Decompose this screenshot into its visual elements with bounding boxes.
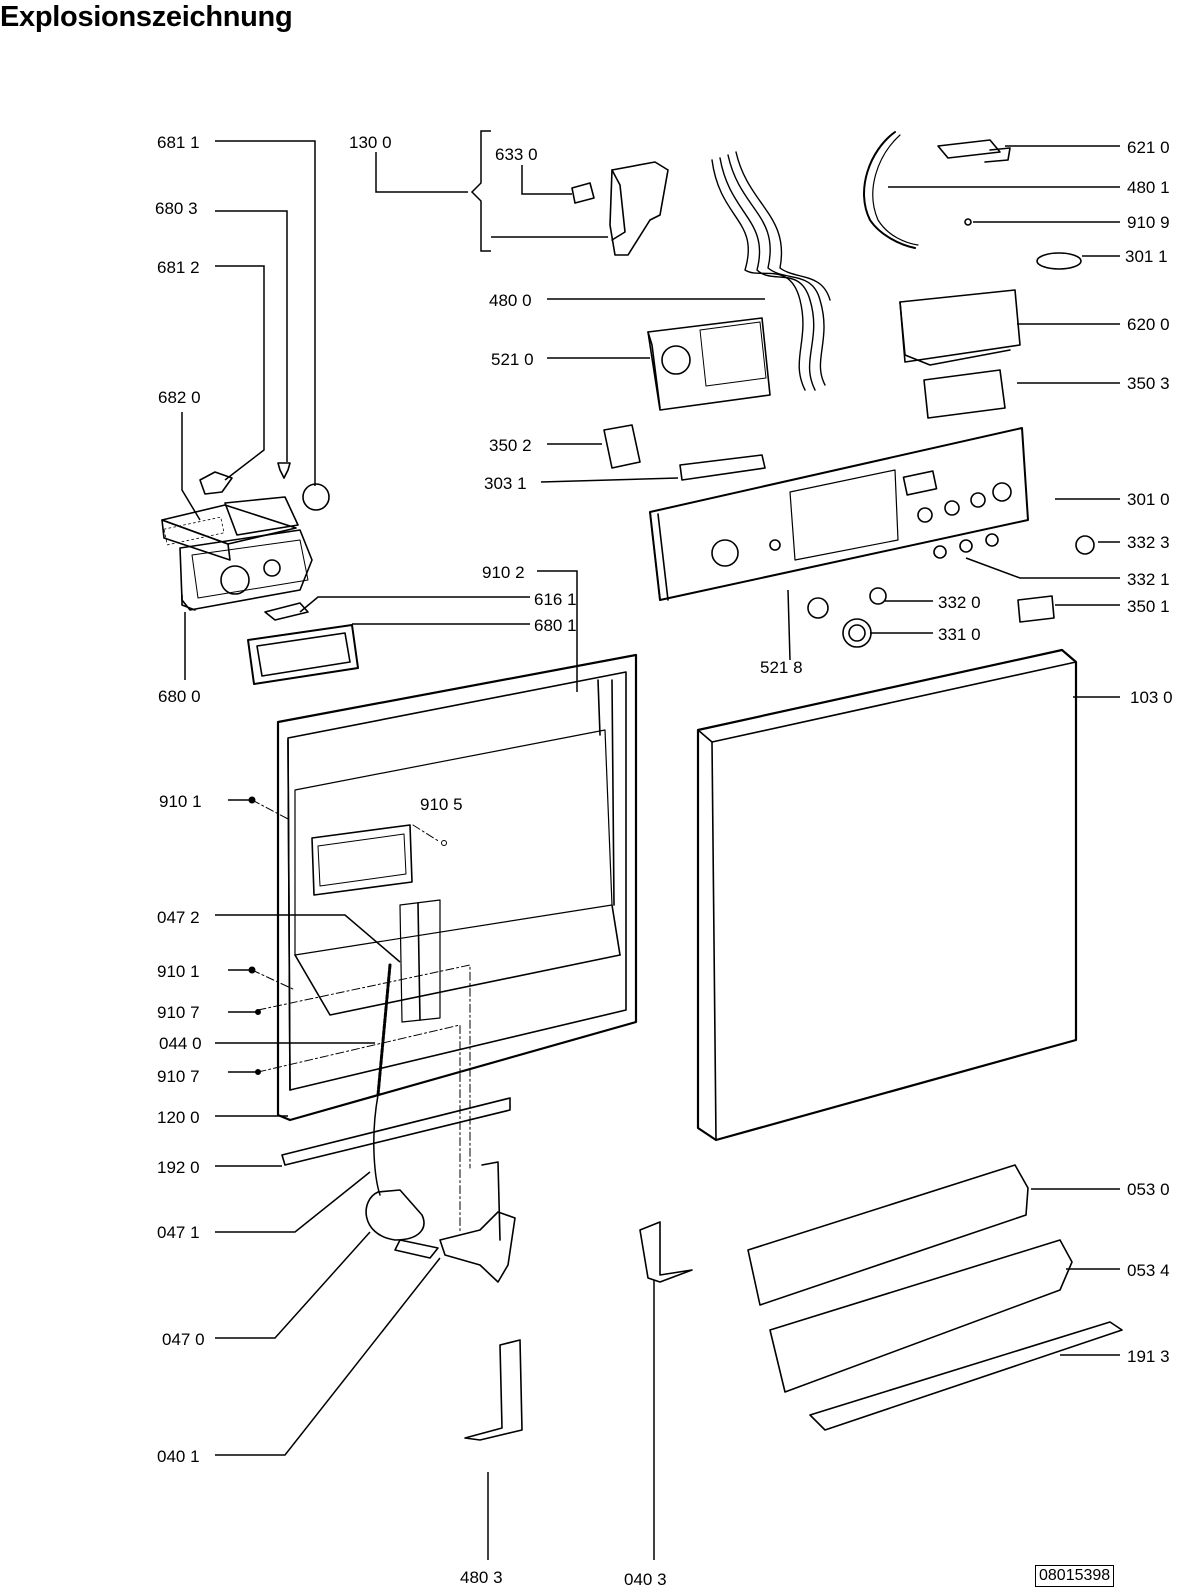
label-680-3: 680 3: [155, 199, 198, 218]
foot-bracket: [464, 1339, 523, 1441]
page-title: Explosionszeichnung: [0, 1, 293, 33]
label-191-3: 191 3: [1127, 1347, 1170, 1366]
label-103-0: 103 0: [1130, 688, 1173, 707]
knob-part: [1075, 535, 1095, 555]
label-910-5: 910 5: [420, 795, 463, 814]
label-040-3: 040 3: [624, 1570, 667, 1588]
label-044-0: 044 0: [159, 1034, 202, 1053]
leader-lines: [181, 130, 1120, 1560]
key-carrier: [679, 454, 766, 481]
connector-part: [937, 139, 1001, 159]
label-332-1: 332 1: [1127, 570, 1170, 589]
wiring-harness: [711, 151, 831, 391]
label-681-1: 681 1: [157, 133, 200, 152]
outer-door-panel: [696, 648, 1078, 1142]
label-301-1: 301 1: [1125, 247, 1168, 266]
label-350-3: 350 3: [1127, 374, 1170, 393]
control-board: [899, 289, 1021, 366]
kick-plate: [747, 1164, 1029, 1306]
display-module: [923, 369, 1006, 419]
hinge-arm: [365, 1189, 425, 1241]
label-303-1: 303 1: [484, 474, 527, 493]
label-521-8: 521 8: [760, 658, 803, 677]
lid-spring-part: [199, 471, 233, 495]
electronic-module: [647, 317, 771, 411]
label-910-9: 910 9: [1127, 213, 1170, 232]
button-part: [869, 587, 887, 605]
bottom-strip: [809, 1321, 1123, 1431]
label-910-2: 910 2: [482, 563, 525, 582]
label-682-0: 682 0: [158, 388, 201, 407]
label-053-4: 053 4: [1127, 1261, 1170, 1280]
dispenser-gasket: [247, 624, 359, 685]
label-040-1: 040 1: [157, 1447, 200, 1466]
label-301-0: 301 0: [1127, 490, 1170, 509]
label-332-3: 332 3: [1127, 533, 1170, 552]
rivet-part: [277, 462, 291, 479]
label-910-7-lower: 910 7: [157, 1067, 200, 1086]
side-bracket: [639, 1221, 693, 1283]
label-910-1-lower: 910 1: [157, 962, 200, 981]
label-621-0: 621 0: [1127, 138, 1170, 157]
rotary-knob: [842, 618, 872, 648]
label-480-1: 480 1: [1127, 178, 1170, 197]
selector-part: [807, 597, 829, 619]
label-616-1: 616 1: [534, 590, 577, 609]
label-047-0: 047 0: [162, 1330, 205, 1349]
label-521-0: 521 0: [491, 350, 534, 369]
label-053-0: 053 0: [1127, 1180, 1170, 1199]
window-part: [1036, 252, 1082, 270]
detergent-dispenser: [161, 496, 313, 611]
label-910-7-upper: 910 7: [157, 1003, 200, 1022]
label-480-3: 480 3: [460, 1568, 503, 1587]
cap-part: [302, 483, 330, 511]
clip-part: [264, 602, 309, 621]
label-331-0: 331 0: [938, 625, 981, 644]
hinge-spring: [376, 963, 392, 1097]
switch-part: [603, 424, 641, 469]
label-910-1-upper: 910 1: [159, 792, 202, 811]
label-192-0: 192 0: [157, 1158, 200, 1177]
label-332-0: 332 0: [938, 593, 981, 612]
control-panel: [649, 427, 1029, 601]
label-120-0: 120 0: [157, 1108, 200, 1127]
label-680-1: 680 1: [534, 616, 577, 635]
drawing-number-box: 08015398: [1035, 1565, 1115, 1587]
label-681-2: 681 2: [157, 258, 200, 277]
screw-part: [964, 218, 972, 226]
label-633-0: 633 0: [495, 145, 538, 164]
hinge-bracket: [439, 1211, 516, 1283]
label-480-0: 480 0: [489, 291, 532, 310]
label-350-1: 350 1: [1127, 597, 1170, 616]
inner-door-panel: [276, 653, 638, 1122]
label-130-0: 130 0: [349, 133, 392, 152]
screw-head: [248, 796, 256, 804]
label-350-2: 350 2: [489, 436, 532, 455]
cable-part: [863, 131, 916, 249]
label-680-0: 680 0: [158, 687, 201, 706]
label-047-1: 047 1: [157, 1223, 200, 1242]
trim-strip: [281, 1097, 511, 1166]
label-047-2: 047 2: [157, 908, 200, 927]
label-620-0: 620 0: [1127, 315, 1170, 334]
kick-plate-cover: [769, 1239, 1073, 1393]
door-lock: [571, 161, 669, 256]
indicator-part: [1017, 595, 1055, 623]
